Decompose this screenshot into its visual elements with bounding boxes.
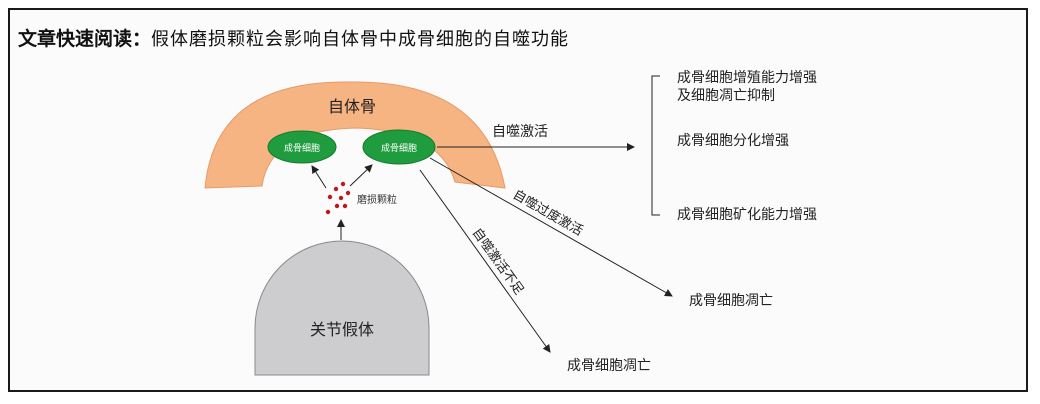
arrow-particles-to-right-cell <box>349 164 373 187</box>
outcome-overactivation: 成骨细胞凋亡 <box>689 293 773 309</box>
osteoblast-cell-right-label: 成骨细胞 <box>381 142 417 154</box>
figure-frame <box>8 8 1028 392</box>
osteoblast-cell-left-label: 成骨细胞 <box>284 142 320 154</box>
arrow-autophagy-overactivation <box>429 157 673 297</box>
effect-mineralization: 成骨细胞矿化能力增强 <box>677 207 817 223</box>
effect-proliferation: 成骨细胞增殖能力增强 <box>677 69 817 86</box>
wear-particles-label: 磨损颗粒 <box>357 193 397 206</box>
osteoblast-cell-right <box>362 129 436 165</box>
effect-apoptosis-inhibition: 及细胞凋亡抑制 <box>677 88 775 104</box>
wear-particles <box>325 181 351 215</box>
prosthesis-shape <box>254 240 430 376</box>
article-header: 文章快速阅读：假体磨损颗粒会影响自体骨中成骨细胞的自噬功能 <box>18 24 569 51</box>
label-autophagy-overactivation: 自噬过度激活 <box>510 187 586 240</box>
header-text: 假体磨损颗粒会影响自体骨中成骨细胞的自噬功能 <box>151 29 570 50</box>
prosthesis-label: 关节假体 <box>310 320 374 339</box>
effect-differentiation: 成骨细胞分化增强 <box>677 133 789 149</box>
arrow-autophagy-insufficient <box>419 169 551 353</box>
header-label: 文章快速阅读： <box>18 28 152 50</box>
outcome-insufficient: 成骨细胞凋亡 <box>567 358 651 374</box>
label-autophagy-insufficient: 自噬激活不足 <box>469 226 527 298</box>
bone-label: 自体骨 <box>328 97 376 116</box>
osteoblast-cell-left <box>267 130 337 164</box>
effects-bracket <box>651 75 660 216</box>
arrow-particles-to-left-cell <box>311 165 327 189</box>
label-autophagy-activation: 自噬激活 <box>492 123 548 140</box>
